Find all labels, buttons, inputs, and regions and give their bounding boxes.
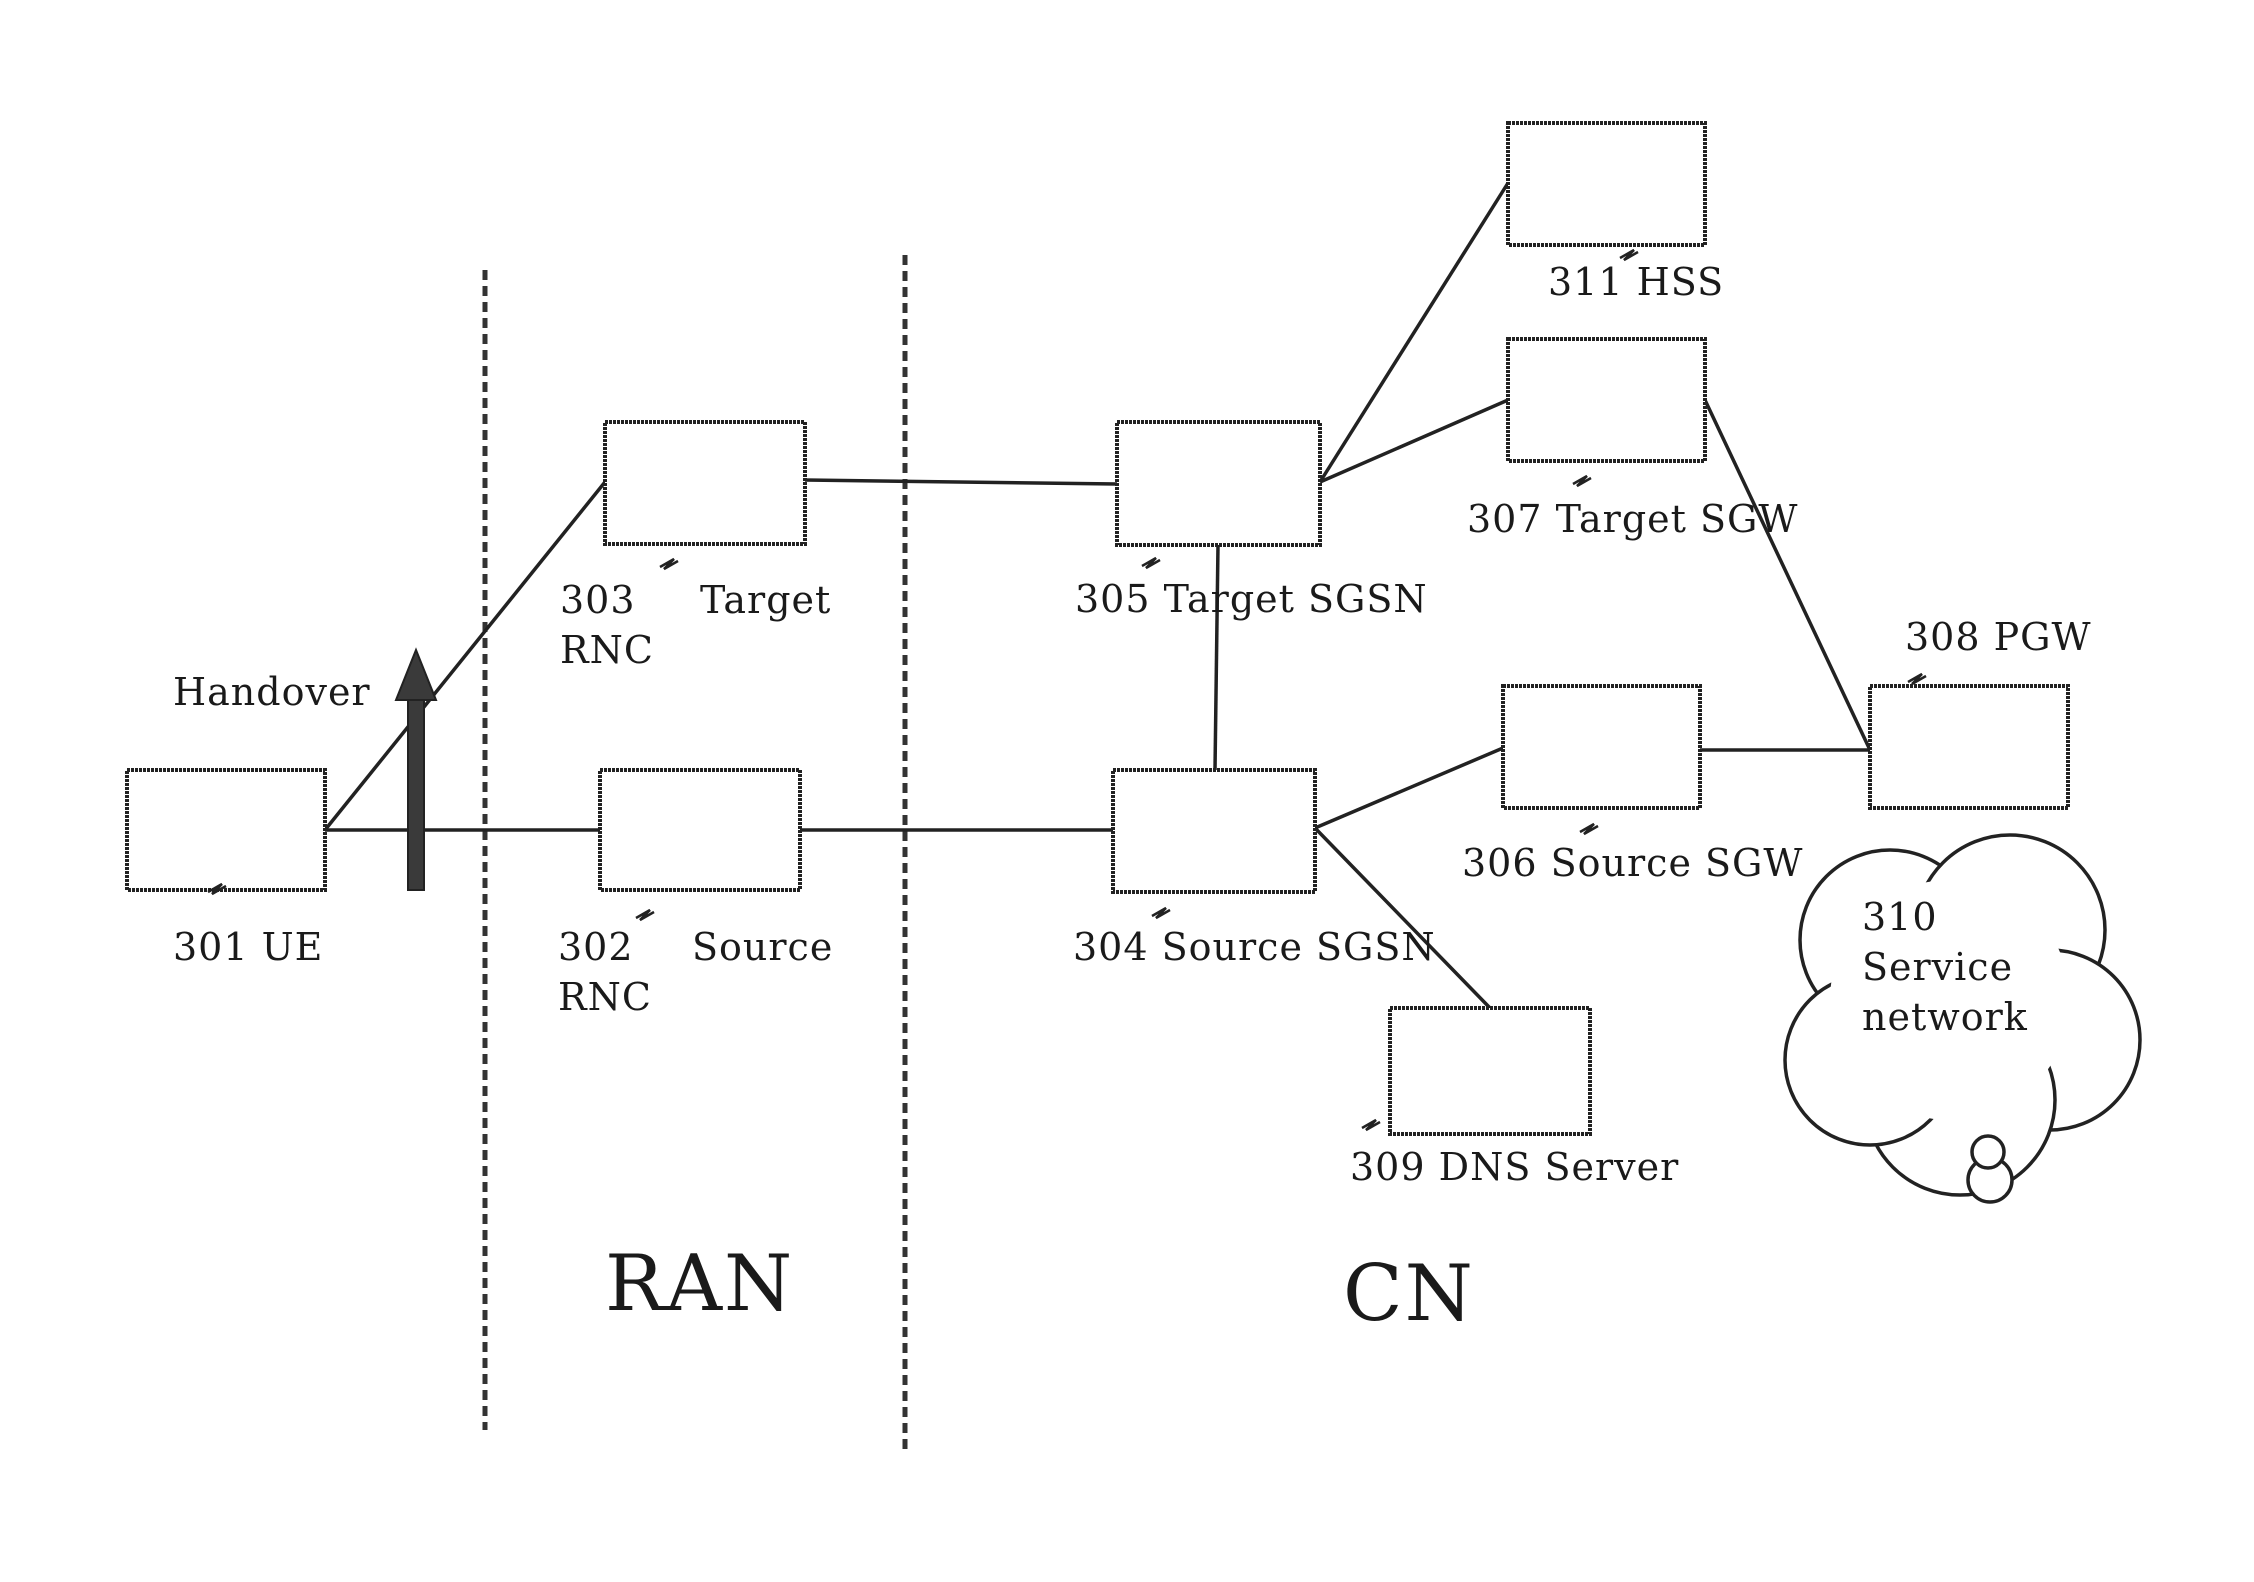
target-sgsn-label: 305 Target SGSN (1075, 577, 1428, 621)
target-sgw-box (1508, 339, 1705, 461)
handover-label: Handover (173, 670, 371, 714)
link-target-sgsn-hss (1320, 183, 1508, 482)
target-rnc-label-number: 303 (560, 578, 636, 622)
pgw-box (1870, 686, 2068, 808)
dns-label: 309 DNS Server (1350, 1145, 1679, 1189)
handover-arrow-icon (396, 650, 436, 890)
source-sgw-box (1503, 686, 1700, 808)
source-rnc-label-name: Source (692, 925, 833, 969)
ran-region-label: RAN (605, 1239, 794, 1329)
hss-label: 311 HSS (1548, 260, 1724, 304)
dns-box (1390, 1008, 1590, 1134)
service-network-label-line2: Service (1862, 945, 2013, 989)
cn-region-label: CN (1343, 1249, 1475, 1339)
target-sgw-label: 307 Target SGW (1467, 497, 1798, 541)
hss-box (1508, 123, 1705, 245)
source-sgsn-label: 304 Source SGSN (1073, 925, 1436, 969)
source-sgsn-box (1113, 770, 1315, 892)
source-rnc-label-number: 302 (558, 925, 634, 969)
service-network-label-line3: network (1862, 995, 2028, 1039)
link-target-rnc-target-sgsn (805, 480, 1117, 484)
pgw-label: 308 PGW (1905, 615, 2092, 659)
ue-label: 301 UE (173, 925, 323, 969)
target-sgsn-box (1117, 422, 1320, 545)
link-target-sgsn-target-sgw (1320, 400, 1508, 482)
target-rnc-box (605, 422, 805, 544)
target-rnc-label-name: Target (700, 578, 831, 622)
source-rnc-label-type: RNC (558, 975, 652, 1019)
link-source-sgsn-source-sgw (1315, 748, 1503, 828)
link-target-sgw-pgw (1705, 400, 1870, 750)
ue-box (127, 770, 325, 890)
source-rnc-box (600, 770, 800, 890)
source-sgw-label: 306 Source SGW (1462, 841, 1803, 885)
target-rnc-label-type: RNC (560, 628, 654, 672)
service-network-label-number: 310 (1862, 895, 1938, 939)
